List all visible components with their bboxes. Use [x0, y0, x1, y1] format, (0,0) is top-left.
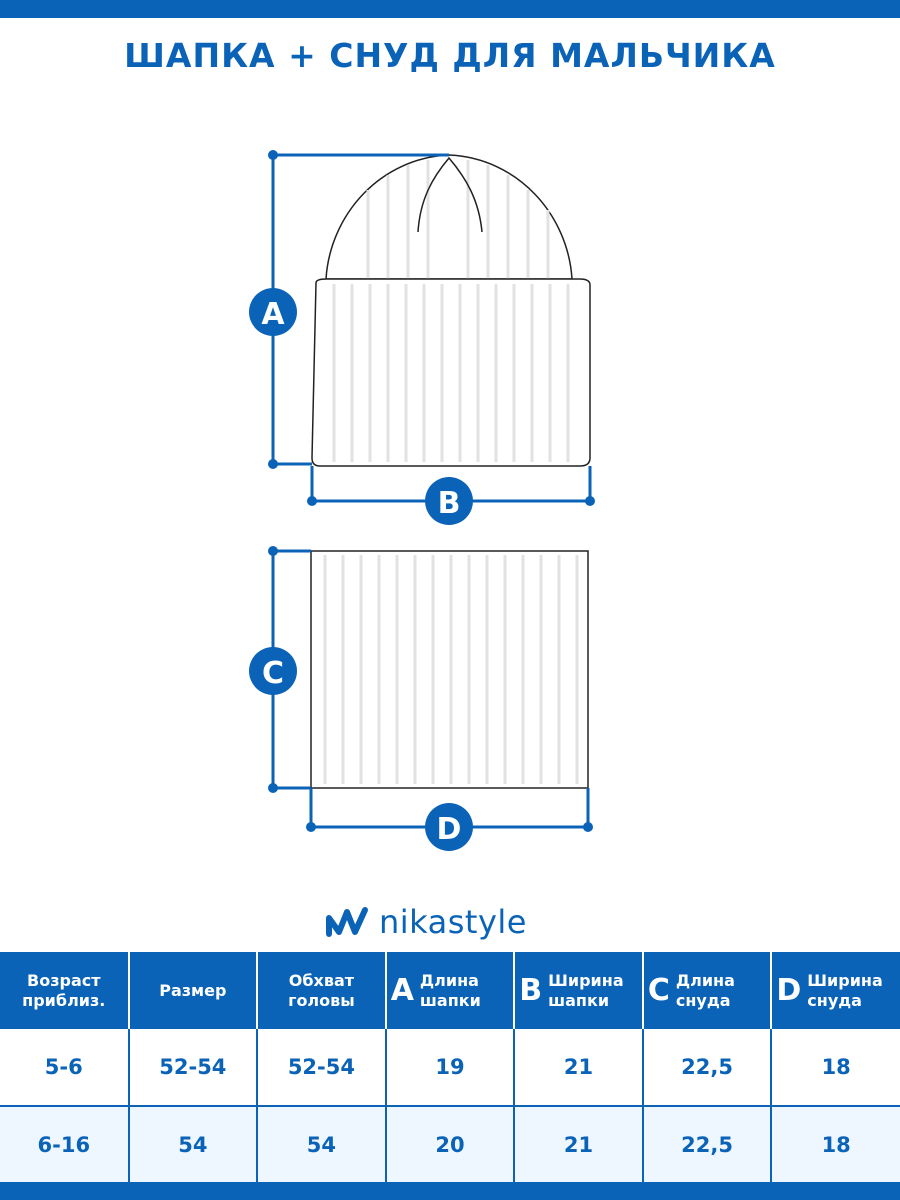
table-cell: 18 [770, 1029, 900, 1107]
header-letter-b: B [519, 972, 543, 1008]
header-snood-length-text: Длина снуда [675, 970, 735, 1010]
hat-illustration [311, 154, 591, 467]
technical-drawing: A B C [249, 150, 595, 851]
table-cell: 19 [384, 1029, 515, 1107]
marker-c-label: C [262, 656, 284, 691]
header-size: Размер [127, 952, 258, 1029]
table-cell: 20 [384, 1106, 515, 1183]
table-cell: 52-54 [127, 1029, 258, 1107]
table-row: 5-6 52-54 52-54 19 21 22,5 18 [0, 1029, 900, 1107]
marker-d-label: D [437, 812, 462, 847]
header-snood-width-text: Ширина снуда [807, 970, 883, 1010]
header-hat-length-text: Длина шапки [419, 970, 481, 1010]
table-cell: 52-54 [256, 1029, 386, 1107]
table-cell: 22,5 [641, 1106, 772, 1183]
table-cell: 18 [770, 1106, 900, 1183]
snood-illustration [310, 550, 589, 789]
marker-c: C [249, 647, 297, 695]
header-letter-d: D [776, 972, 802, 1008]
header-age: Возраст приблиз. [0, 952, 129, 1029]
brand-name: nikastyle [379, 903, 527, 941]
page-title: ШАПКА + СНУД ДЛЯ МАЛЬЧИКА [124, 36, 776, 75]
header-letter-c: C [647, 972, 670, 1008]
marker-b-label: B [438, 486, 461, 521]
header-head-circumference: Обхват головы [256, 952, 386, 1029]
table-cell: 54 [256, 1106, 386, 1183]
table-row: 6-16 54 54 20 21 22,5 18 [0, 1106, 900, 1183]
top-accent-bar [0, 0, 900, 18]
table-cell: 22,5 [641, 1029, 772, 1107]
marker-a: A [249, 288, 297, 336]
table-cell: 5-6 [0, 1029, 129, 1107]
brand-logo: nikastyle [325, 900, 527, 944]
table-cell: 21 [513, 1029, 643, 1107]
marker-b: B [425, 477, 473, 525]
bottom-accent-bar [0, 1182, 900, 1200]
table-cell: 54 [127, 1106, 258, 1183]
nikastyle-logo-icon [326, 907, 368, 937]
table-cell: 6-16 [0, 1106, 129, 1183]
header-letter-a: A [390, 972, 414, 1008]
header-hat-width-text: Ширина шапки [548, 970, 624, 1010]
table-cell: 21 [513, 1106, 643, 1183]
marker-a-label: A [261, 297, 285, 332]
marker-d: D [425, 803, 473, 851]
